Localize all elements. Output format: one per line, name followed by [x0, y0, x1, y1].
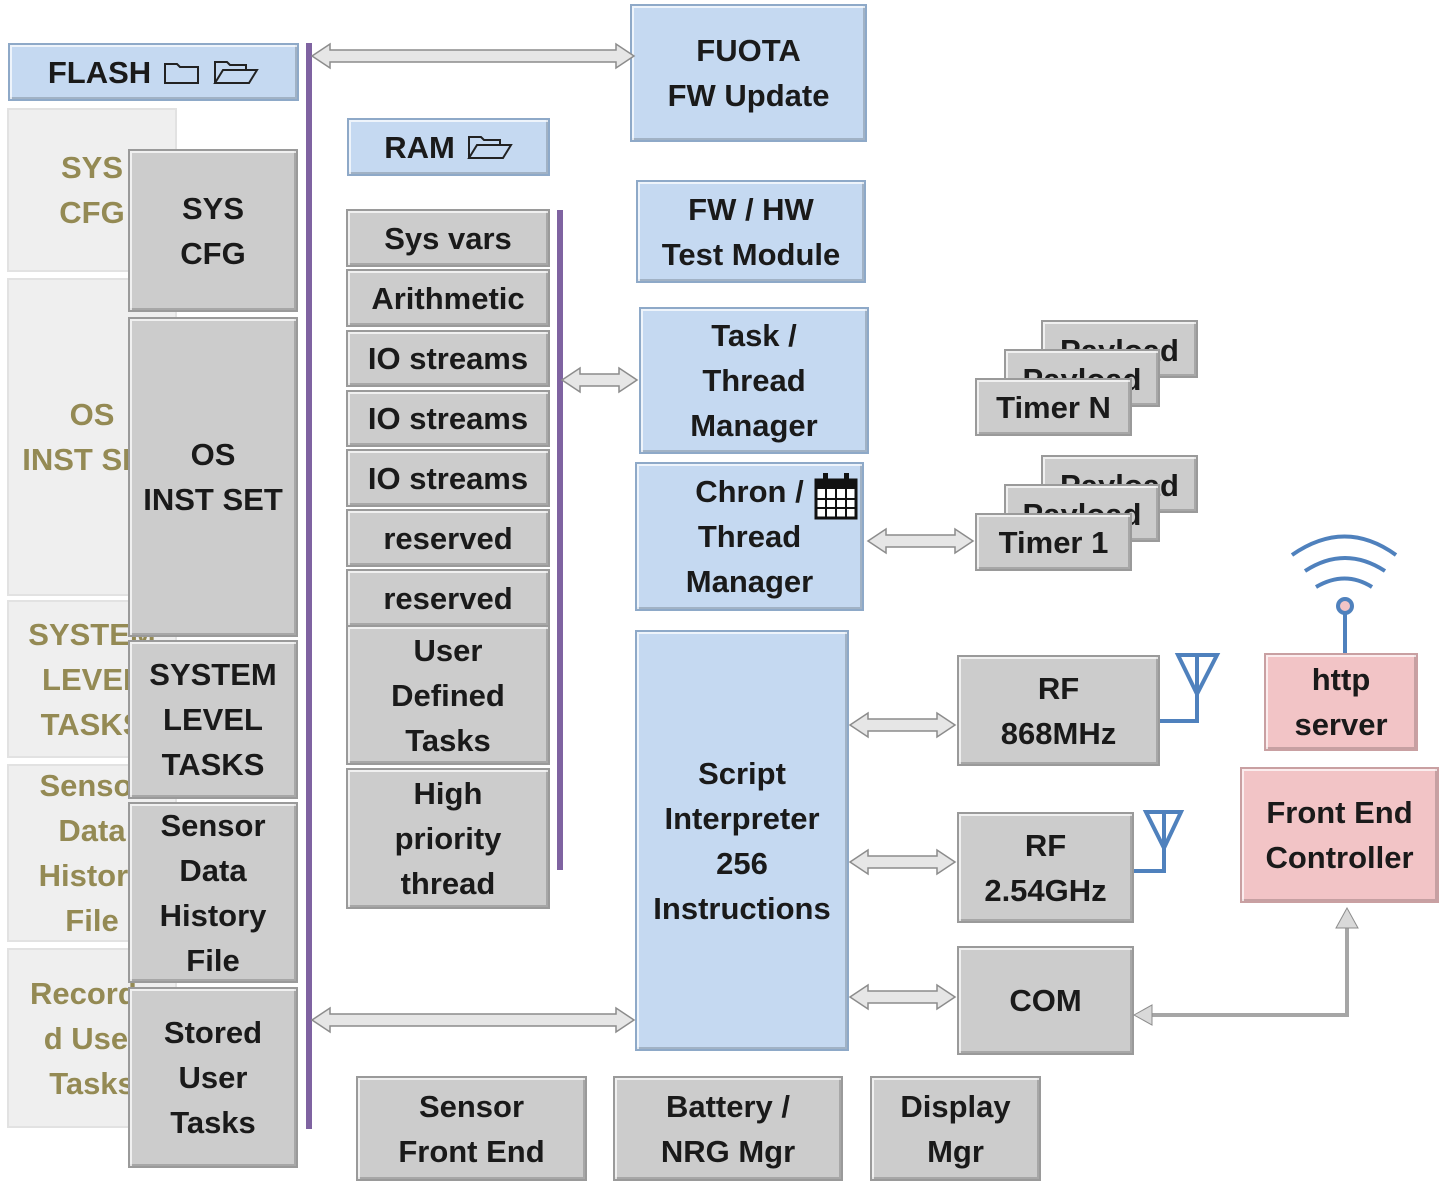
rf-254-module: RF 2.54GHz: [957, 812, 1134, 923]
task-thread-manager: Task / Thread Manager: [639, 307, 869, 454]
folder-open-icon: [467, 136, 513, 159]
ram-bus-line: [557, 210, 563, 870]
antenna-868-icon: [1174, 653, 1221, 699]
antenna-868-icon: [1160, 655, 1199, 723]
ram-block-high-priority-thread: High priority thread: [346, 768, 550, 909]
flash-block-sensor-data: Sensor Data History File: [128, 802, 298, 983]
test-module: FW / HW Test Module: [636, 180, 866, 283]
http-server: http server: [1264, 653, 1418, 751]
double-arrow: [560, 366, 639, 394]
double-arrow: [866, 527, 975, 555]
ram-block-arithmetic: Arithmetic: [346, 269, 550, 327]
com-to-controller-connector: [1150, 925, 1349, 1017]
ram-block-sys-vars: Sys vars: [346, 209, 550, 267]
ram-block-io-streams: IO streams: [346, 449, 550, 507]
script-interpreter: Script Interpreter 256 Instructions: [635, 630, 849, 1051]
double-arrow: [848, 711, 957, 739]
double-arrow: [848, 848, 957, 876]
ram-block-reserved: reserved: [346, 569, 550, 627]
flash-block-sys-cfg: SYS CFG: [128, 149, 298, 312]
rf-868-module: RF 868MHz: [957, 655, 1160, 766]
folder-open-icon: [213, 61, 259, 84]
folder-closed-icon: [164, 63, 200, 84]
flash-header: FLASH: [8, 43, 299, 101]
arrowhead: [1132, 1004, 1153, 1026]
ram-block-reserved: reserved: [346, 509, 550, 567]
wifi-icon: [1290, 534, 1398, 653]
double-arrow: [848, 983, 957, 1011]
flash-label: FLASH: [47, 54, 152, 90]
ram-block-io-streams: IO streams: [346, 390, 550, 447]
flash-block-os-inst-set: OS INST SET: [128, 317, 298, 637]
double-arrow: [310, 1006, 636, 1034]
timer-n: Timer N: [975, 378, 1132, 436]
ram-block-io-streams: IO streams: [346, 330, 550, 387]
display-mgr: Display Mgr: [870, 1076, 1041, 1181]
timer-1: Timer 1: [975, 513, 1132, 571]
arrowhead: [1335, 906, 1359, 929]
sensor-front-end: Sensor Front End: [356, 1076, 587, 1181]
ram-label: RAM: [384, 129, 455, 165]
com-module: COM: [957, 946, 1134, 1055]
flash-block-system-level-tasks: SYSTEM LEVEL TASKS: [128, 640, 298, 799]
calendar-icon: [814, 473, 858, 520]
chron-label: Chron / Thread Manager: [685, 474, 814, 599]
flash-bus-line: [306, 43, 312, 1129]
flash-block-stored-user-tasks: Stored User Tasks: [128, 987, 298, 1168]
ram-header: RAM: [347, 118, 550, 176]
front-end-controller: Front End Controller: [1240, 767, 1439, 903]
ram-block-user-defined-tasks: User Defined Tasks: [346, 625, 550, 765]
double-arrow: [310, 42, 636, 70]
antenna-254-icon: [1142, 810, 1185, 853]
fuota-module: FUOTA FW Update: [630, 4, 867, 142]
battery-nrg-mgr: Battery / NRG Mgr: [613, 1076, 843, 1181]
